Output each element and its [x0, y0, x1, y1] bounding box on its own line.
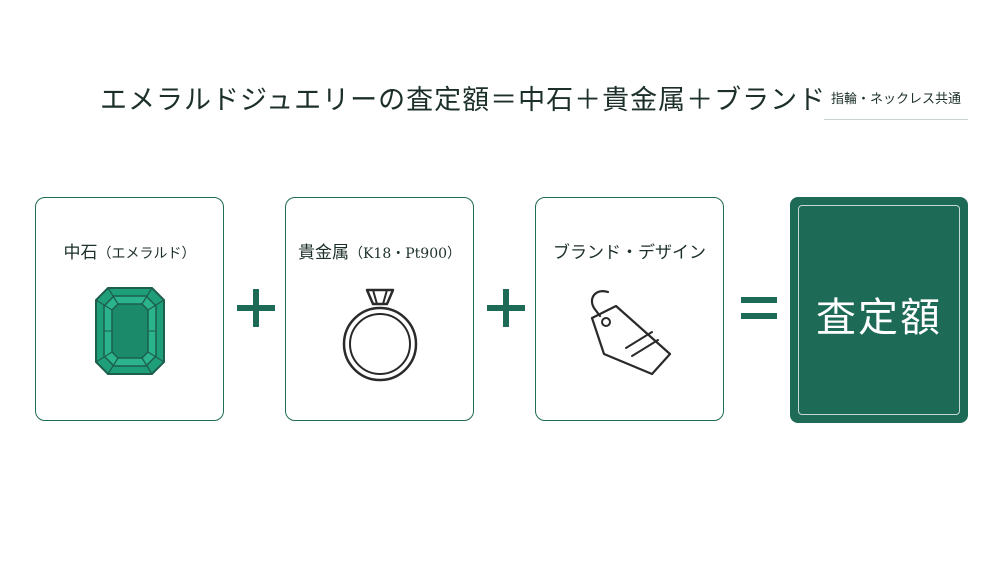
appraisal-value-box: 査定額	[790, 197, 968, 423]
equals-icon	[737, 283, 781, 333]
plus-icon	[234, 283, 278, 333]
page-title: エメラルドジュエリーの査定額＝中石＋貴金属＋ブランド	[100, 85, 827, 116]
precious-metal-label: 貴金属（K18・Pt900）	[297, 243, 462, 263]
brand-design-label: ブランド・デザイン	[553, 243, 706, 263]
price-tag-icon	[582, 288, 678, 382]
center-stone-label: 中石（エメラルド）	[63, 243, 196, 263]
center-stone-card: 中石（エメラルド）	[35, 197, 224, 421]
precious-metal-card: 貴金属（K18・Pt900）	[285, 197, 474, 421]
ring-icon	[339, 288, 421, 386]
applies-to-badge: 指輪・ネックレス共通	[824, 88, 968, 120]
appraisal-value-inner-border	[798, 205, 960, 415]
plus-icon	[484, 283, 528, 333]
emerald-gem-icon	[94, 286, 166, 380]
appraisal-value-label: 査定額	[816, 295, 942, 341]
brand-design-card: ブランド・デザイン	[535, 197, 724, 421]
